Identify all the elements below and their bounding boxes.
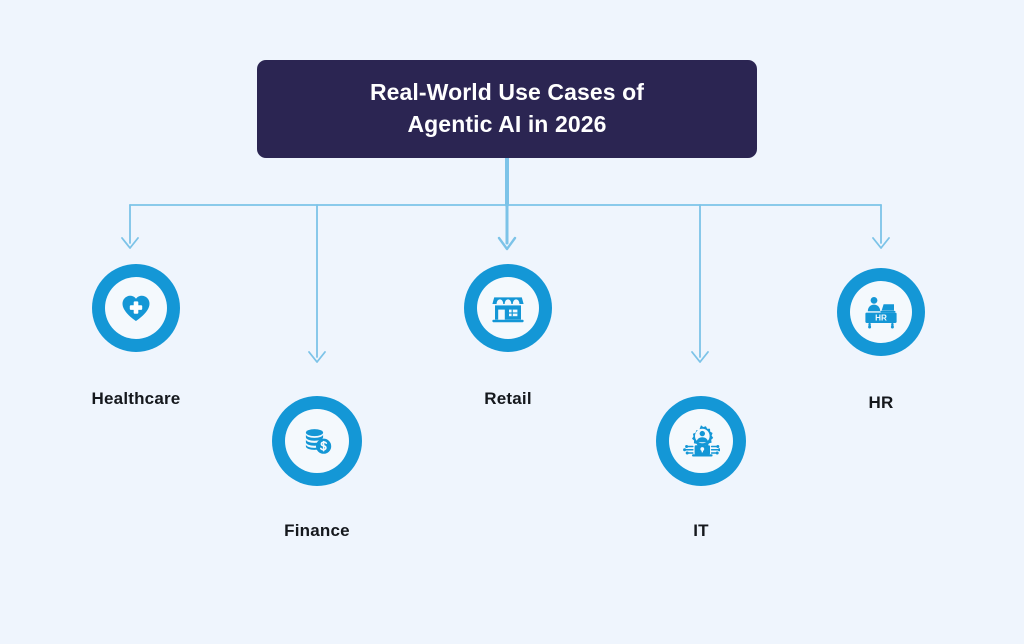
hr-icon-ring: HR	[837, 268, 925, 356]
healthcare-label: Healthcare	[91, 389, 181, 408]
retail-icon-ring	[464, 264, 552, 352]
diagram-title-box: Real-World Use Cases of Agentic AI in 20…	[257, 60, 757, 158]
coins-dollar-icon	[299, 423, 335, 459]
finance-label: Finance	[284, 521, 350, 540]
hr-desk-icon: HR	[862, 295, 900, 329]
hr-label: HR	[868, 393, 894, 412]
title-line-1: Real-World Use Cases of	[369, 79, 645, 106]
gear-user-laptop-icon	[682, 423, 720, 459]
retail-label: Retail	[484, 389, 532, 408]
storefront-icon	[490, 291, 526, 325]
finance-icon-ring	[272, 396, 362, 486]
heart-plus-icon	[119, 291, 153, 325]
healthcare-icon-ring	[92, 264, 180, 352]
it-label: IT	[693, 521, 709, 540]
it-icon-ring	[656, 396, 746, 486]
hr-desk-text: HR	[875, 313, 887, 322]
page-title: Real-World Use Cases of Agentic AI in 20…	[370, 77, 644, 140]
title-line-2: Agentic AI in 2026	[407, 111, 607, 137]
